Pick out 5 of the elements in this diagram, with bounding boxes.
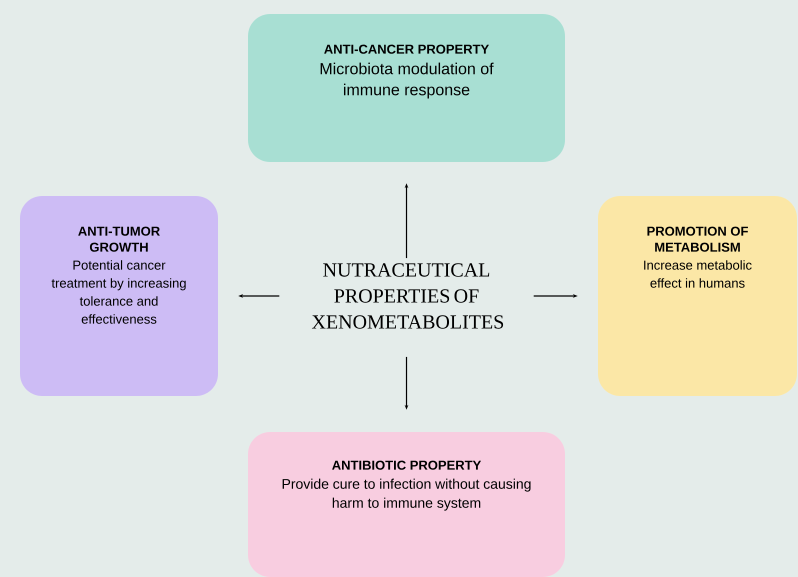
center-title: NUTRACEUTICAL PROPERTIES OF XENOMETABOLITES (312, 263, 504, 329)
property-box: ANTI-TUMOR GROWTH Potential cancer treatment by increasing tolerance and effectiveness (20, 196, 218, 396)
property-box: ANTI-CANCER PROPERTY Microbiota modulation of immune response (248, 14, 565, 162)
property-box: PROMOTION OF METABOLISM Increase metabolic effect in humans (598, 196, 797, 396)
property-box: ANTIBIOTIC PROPERTY Provide cure to infection without causing harm to immune system (248, 432, 565, 577)
